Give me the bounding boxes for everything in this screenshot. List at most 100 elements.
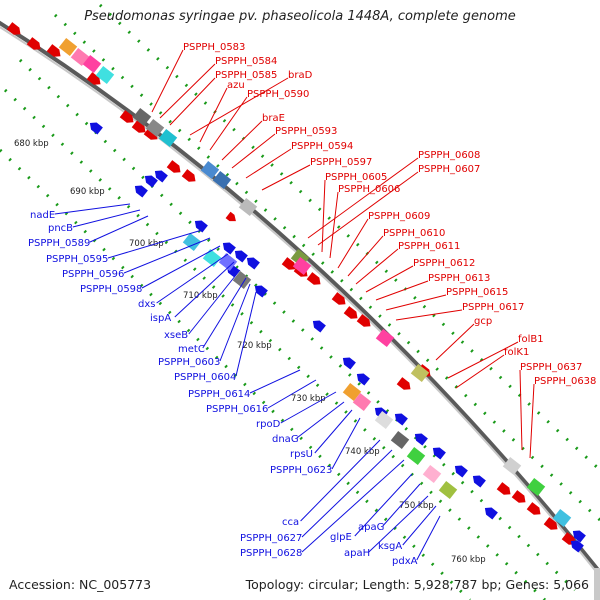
reverse-leader-line [249, 369, 301, 394]
forward-gene-arrow [496, 482, 511, 495]
reverse-gene-label: ispA [150, 313, 171, 324]
forward-gene-label: PSPPH_0593 [275, 126, 337, 137]
gene-block [158, 128, 178, 148]
forward-gene-label: PSPPH_0615 [446, 287, 508, 298]
reverse-gene-label: PSPPH_0603 [158, 357, 220, 368]
reverse-gene-label: pdxA [392, 556, 418, 567]
reverse-gene-label: cca [282, 517, 299, 528]
gene-block [182, 232, 202, 252]
reverse-leader-line [141, 245, 221, 289]
reverse-gene-label: rpsU [290, 449, 313, 460]
forward-leader-line [317, 171, 419, 246]
reverse-leader-line [123, 237, 211, 274]
reverse-leader-line [188, 269, 241, 335]
scrollbar[interactable] [594, 568, 600, 600]
gene-block [132, 107, 152, 127]
forward-gene-arrow [225, 211, 236, 222]
forward-leader-line [365, 265, 414, 293]
reverse-gene-arrow [89, 122, 103, 135]
forward-gene-arrow [143, 127, 158, 140]
reverse-leader-line [174, 261, 235, 318]
forward-leader-line [151, 49, 184, 113]
gene-block [375, 328, 395, 348]
reverse-leader-line [280, 391, 337, 424]
forward-leader-line [519, 369, 523, 451]
forward-gene-arrow [511, 490, 526, 503]
kbp-tick-label: 730 kbp [291, 394, 326, 404]
reverse-leader-line [314, 409, 353, 454]
forward-gene-label: PSPPH_0610 [383, 228, 445, 239]
reverse-leader-line [54, 203, 131, 215]
forward-leader-line [337, 218, 369, 269]
forward-gene-arrow [343, 306, 358, 319]
forward-gene-label: PSPPH_0638 [534, 376, 596, 387]
forward-gene-label: braE [262, 113, 285, 124]
forward-gene-label: folB1 [518, 334, 544, 345]
reverse-gene-label: PSPPH_0598 [80, 284, 142, 295]
forward-leader-line [307, 157, 419, 239]
reverse-gene-arrow [342, 357, 356, 370]
reverse-gene-label: dnaG [272, 434, 299, 445]
gene-block [238, 197, 258, 217]
forward-gene-arrow [6, 22, 21, 35]
forward-gene-label: PSPPH_0613 [428, 273, 490, 284]
forward-gene-arrow [306, 272, 321, 285]
reverse-gene-label: PSPPH_0623 [270, 465, 332, 476]
reverse-gene-arrow [454, 465, 468, 478]
kbp-tick-label: 720 kbp [237, 341, 272, 351]
forward-gene-label: PSPPH_0597 [310, 157, 372, 168]
reverse-leader-line [202, 277, 247, 349]
reverse-gene-label: PSPPH_0595 [46, 254, 108, 265]
forward-leader-line [221, 120, 263, 161]
reverse-leader-line [368, 495, 429, 553]
forward-gene-label: PSPPH_0609 [368, 211, 430, 222]
forward-gene-arrow [131, 120, 146, 133]
reverse-gene-label: metC [178, 344, 205, 355]
reverse-gene-arrow [154, 170, 168, 183]
reverse-leader-line [296, 401, 345, 439]
reverse-gene-arrow [572, 530, 586, 543]
forward-gene-label: PSPPH_0612 [413, 258, 475, 269]
accession-text: Accession: NC_005773 [9, 577, 152, 592]
forward-gene-label: folK1 [504, 347, 529, 358]
reverse-gene-label: ksgA [378, 541, 402, 552]
gc-track-4 [0, 148, 472, 600]
forward-leader-line [529, 383, 535, 459]
gene-block [422, 464, 442, 484]
gc-track-3 [98, 3, 600, 472]
forward-leader-line [321, 179, 326, 253]
gene-block [82, 54, 102, 74]
reverse-gene-arrow [472, 475, 486, 488]
forward-leader-line [231, 133, 276, 169]
reverse-gene-label: xseB [164, 330, 188, 341]
reverse-gene-label: PSPPH_0589 [28, 238, 90, 249]
backbone-line [0, 20, 600, 576]
reverse-gene-arrow [432, 447, 446, 460]
reverse-gene-label: rpoD [256, 419, 281, 430]
forward-leader-line [245, 148, 292, 179]
reverse-gene-label: PSPPH_0596 [62, 269, 124, 280]
reverse-gene-label: glpE [330, 532, 352, 543]
forward-gene-label: azu [227, 80, 245, 91]
gene-block [200, 160, 220, 180]
reverse-gene-arrow [484, 507, 498, 520]
forward-gene-label: PSPPH_0607 [418, 164, 480, 175]
reverse-leader-line [301, 459, 405, 553]
gene-block [502, 456, 522, 476]
reverse-leader-line [89, 215, 149, 243]
forward-leader-line [169, 77, 216, 126]
gene-block [352, 392, 372, 412]
reverse-gene-arrow [194, 220, 208, 233]
reverse-gene-label: PSPPH_0616 [206, 404, 268, 415]
forward-gene-label: PSPPH_0590 [247, 89, 309, 100]
reverse-gene-arrow [570, 540, 584, 553]
reverse-gene-arrow [134, 185, 148, 198]
reverse-leader-line [219, 283, 251, 362]
gene-block [232, 270, 252, 290]
reverse-leader-line [267, 379, 317, 409]
forward-gene-arrow [331, 292, 346, 305]
kbp-tick-label: 750 kbp [399, 501, 434, 511]
reverse-leader-line [354, 473, 413, 537]
forward-leader-line [347, 235, 384, 277]
forward-leader-line [209, 96, 248, 151]
